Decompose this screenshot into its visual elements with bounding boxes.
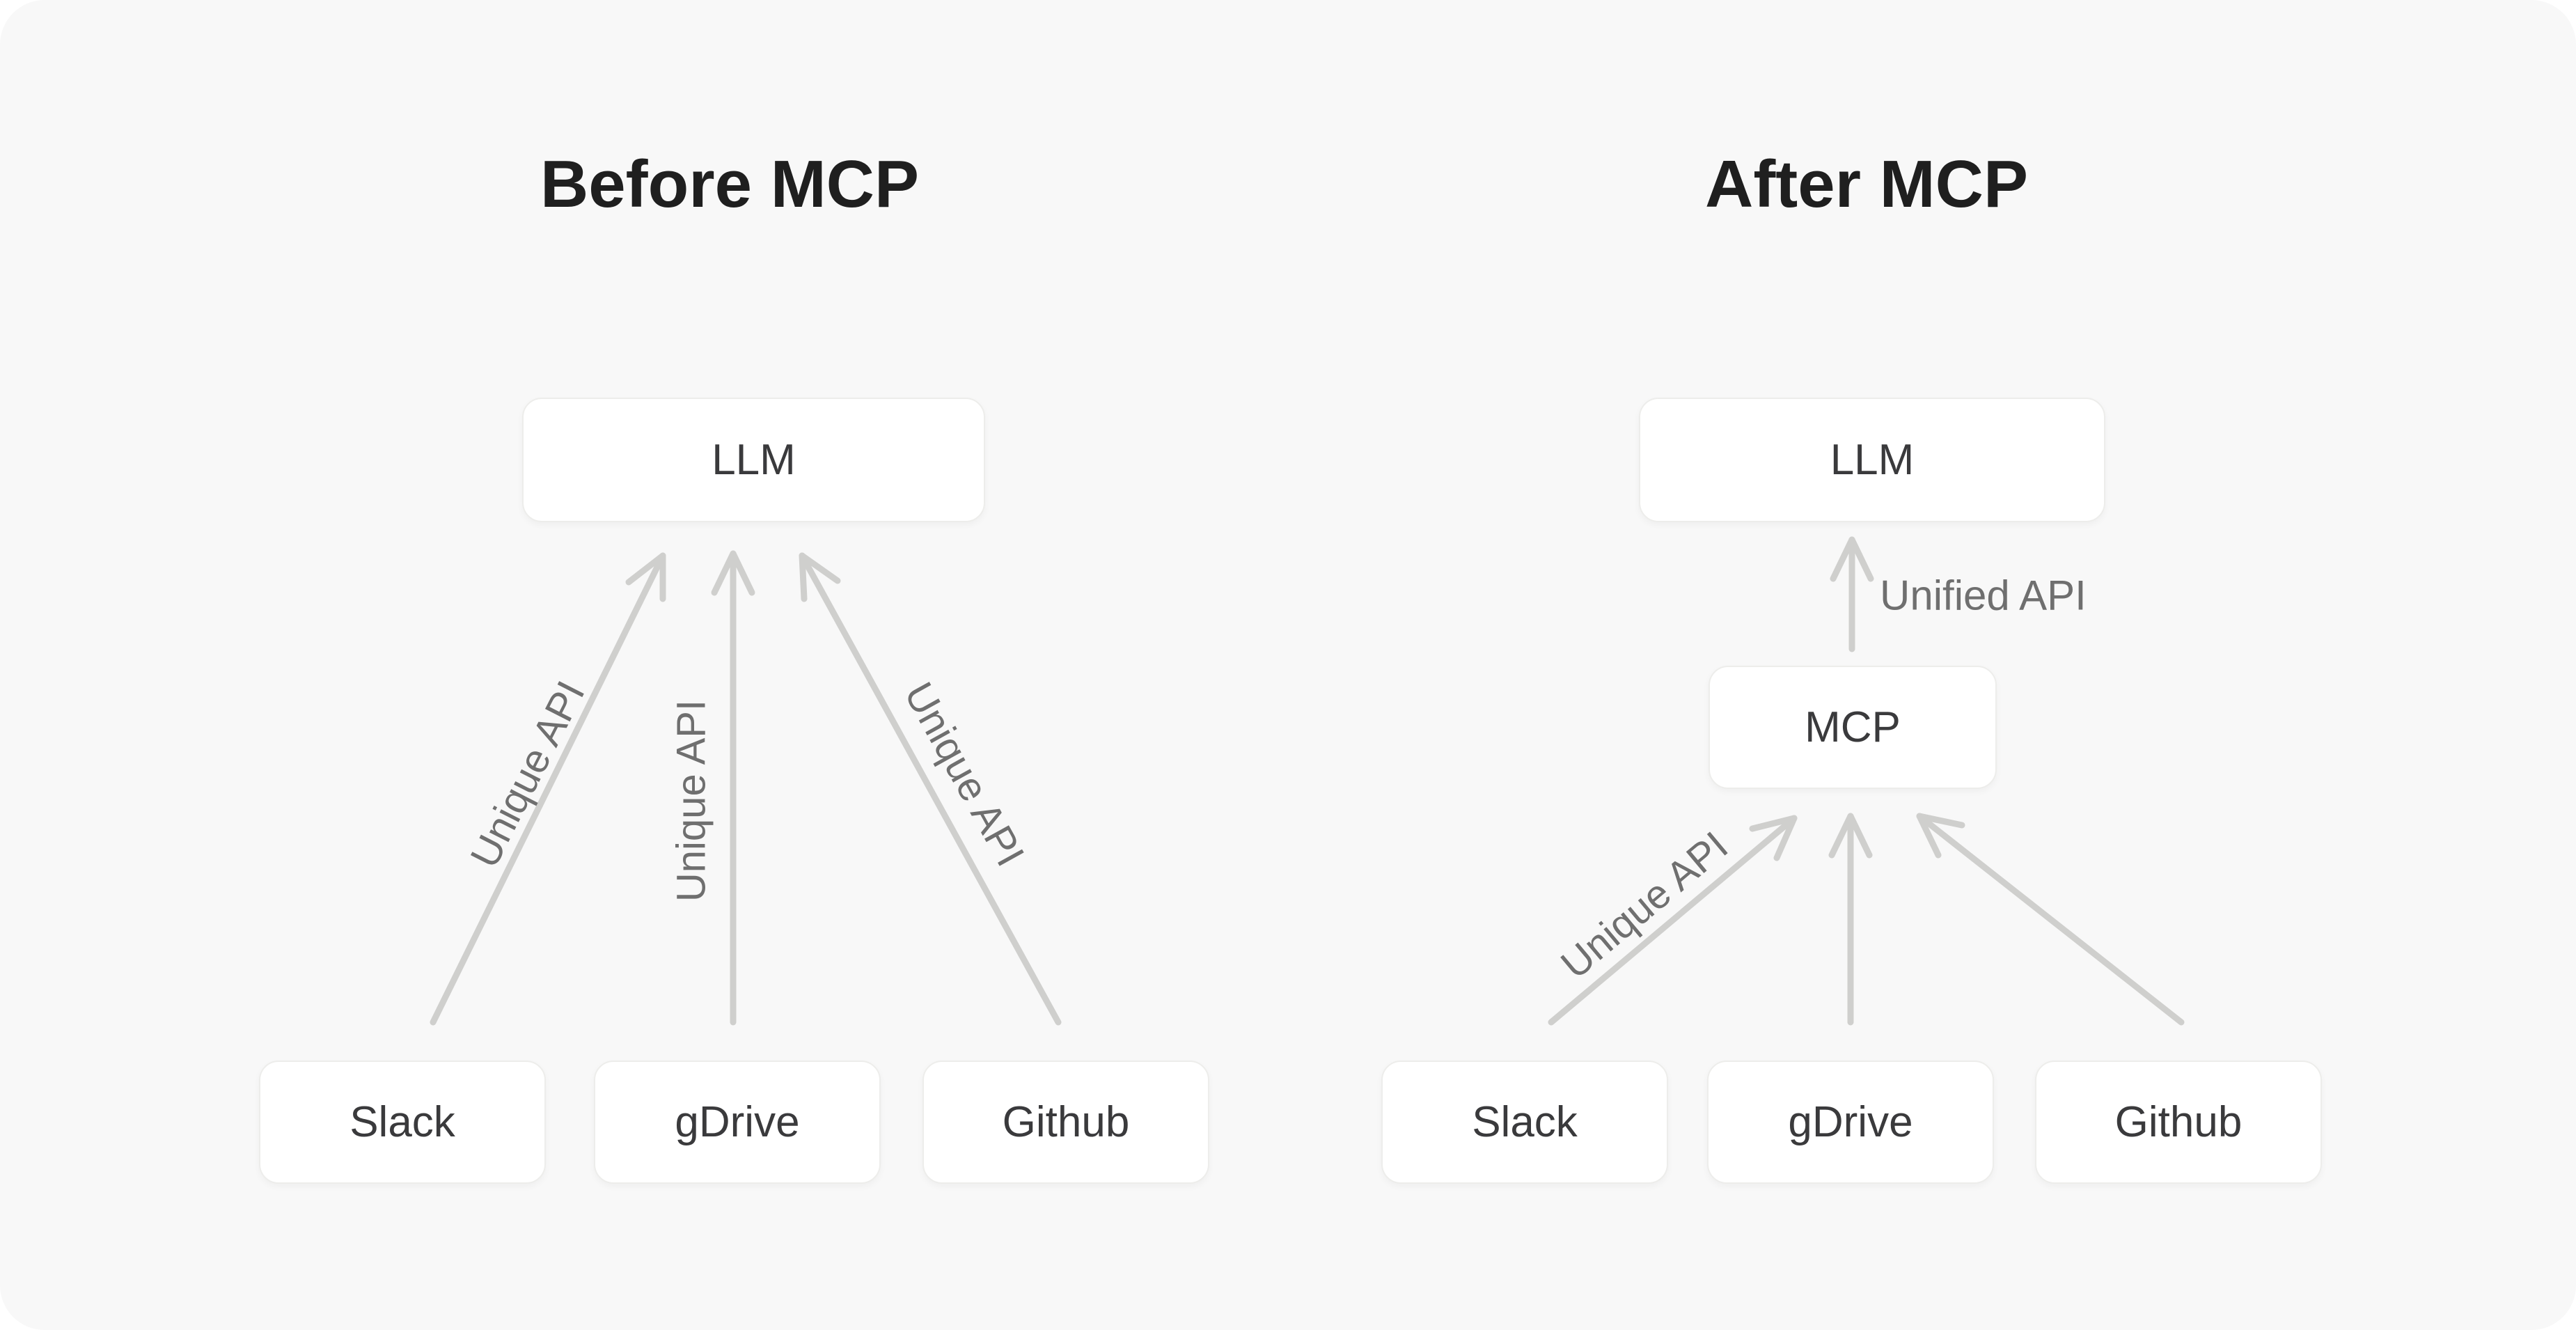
arrow-before-gdrive-to-llm xyxy=(711,550,755,1026)
after-mcp-box: MCP xyxy=(1709,666,1997,789)
before-slack-box: Slack xyxy=(259,1061,546,1184)
arrow-after-github-to-mcp xyxy=(1916,813,2185,1026)
before-mcp-title: Before MCP xyxy=(540,147,920,221)
before-unique-api-label-gdrive: Unique API xyxy=(668,699,714,902)
before-github-box: Github xyxy=(922,1061,1209,1184)
arrow-before-slack-to-llm xyxy=(430,552,666,1026)
after-llm-box: LLM xyxy=(1639,398,2105,522)
after-slack-box: Slack xyxy=(1381,1061,1668,1184)
arrow-after-slack-to-mcp xyxy=(1548,815,1798,1026)
arrow-after-gdrive-to-mcp xyxy=(1828,813,1873,1026)
after-mcp-title: After MCP xyxy=(1704,147,2028,221)
after-github-box: Github xyxy=(2035,1061,2322,1184)
before-gdrive-box: gDrive xyxy=(594,1061,881,1184)
after-gdrive-box: gDrive xyxy=(1707,1061,1994,1184)
arrow-before-github-to-llm xyxy=(799,552,1062,1026)
after-unified-api-label: Unified API xyxy=(1880,572,2087,619)
arrow-after-mcp-to-llm xyxy=(1830,536,1874,652)
before-llm-box: LLM xyxy=(522,398,985,522)
